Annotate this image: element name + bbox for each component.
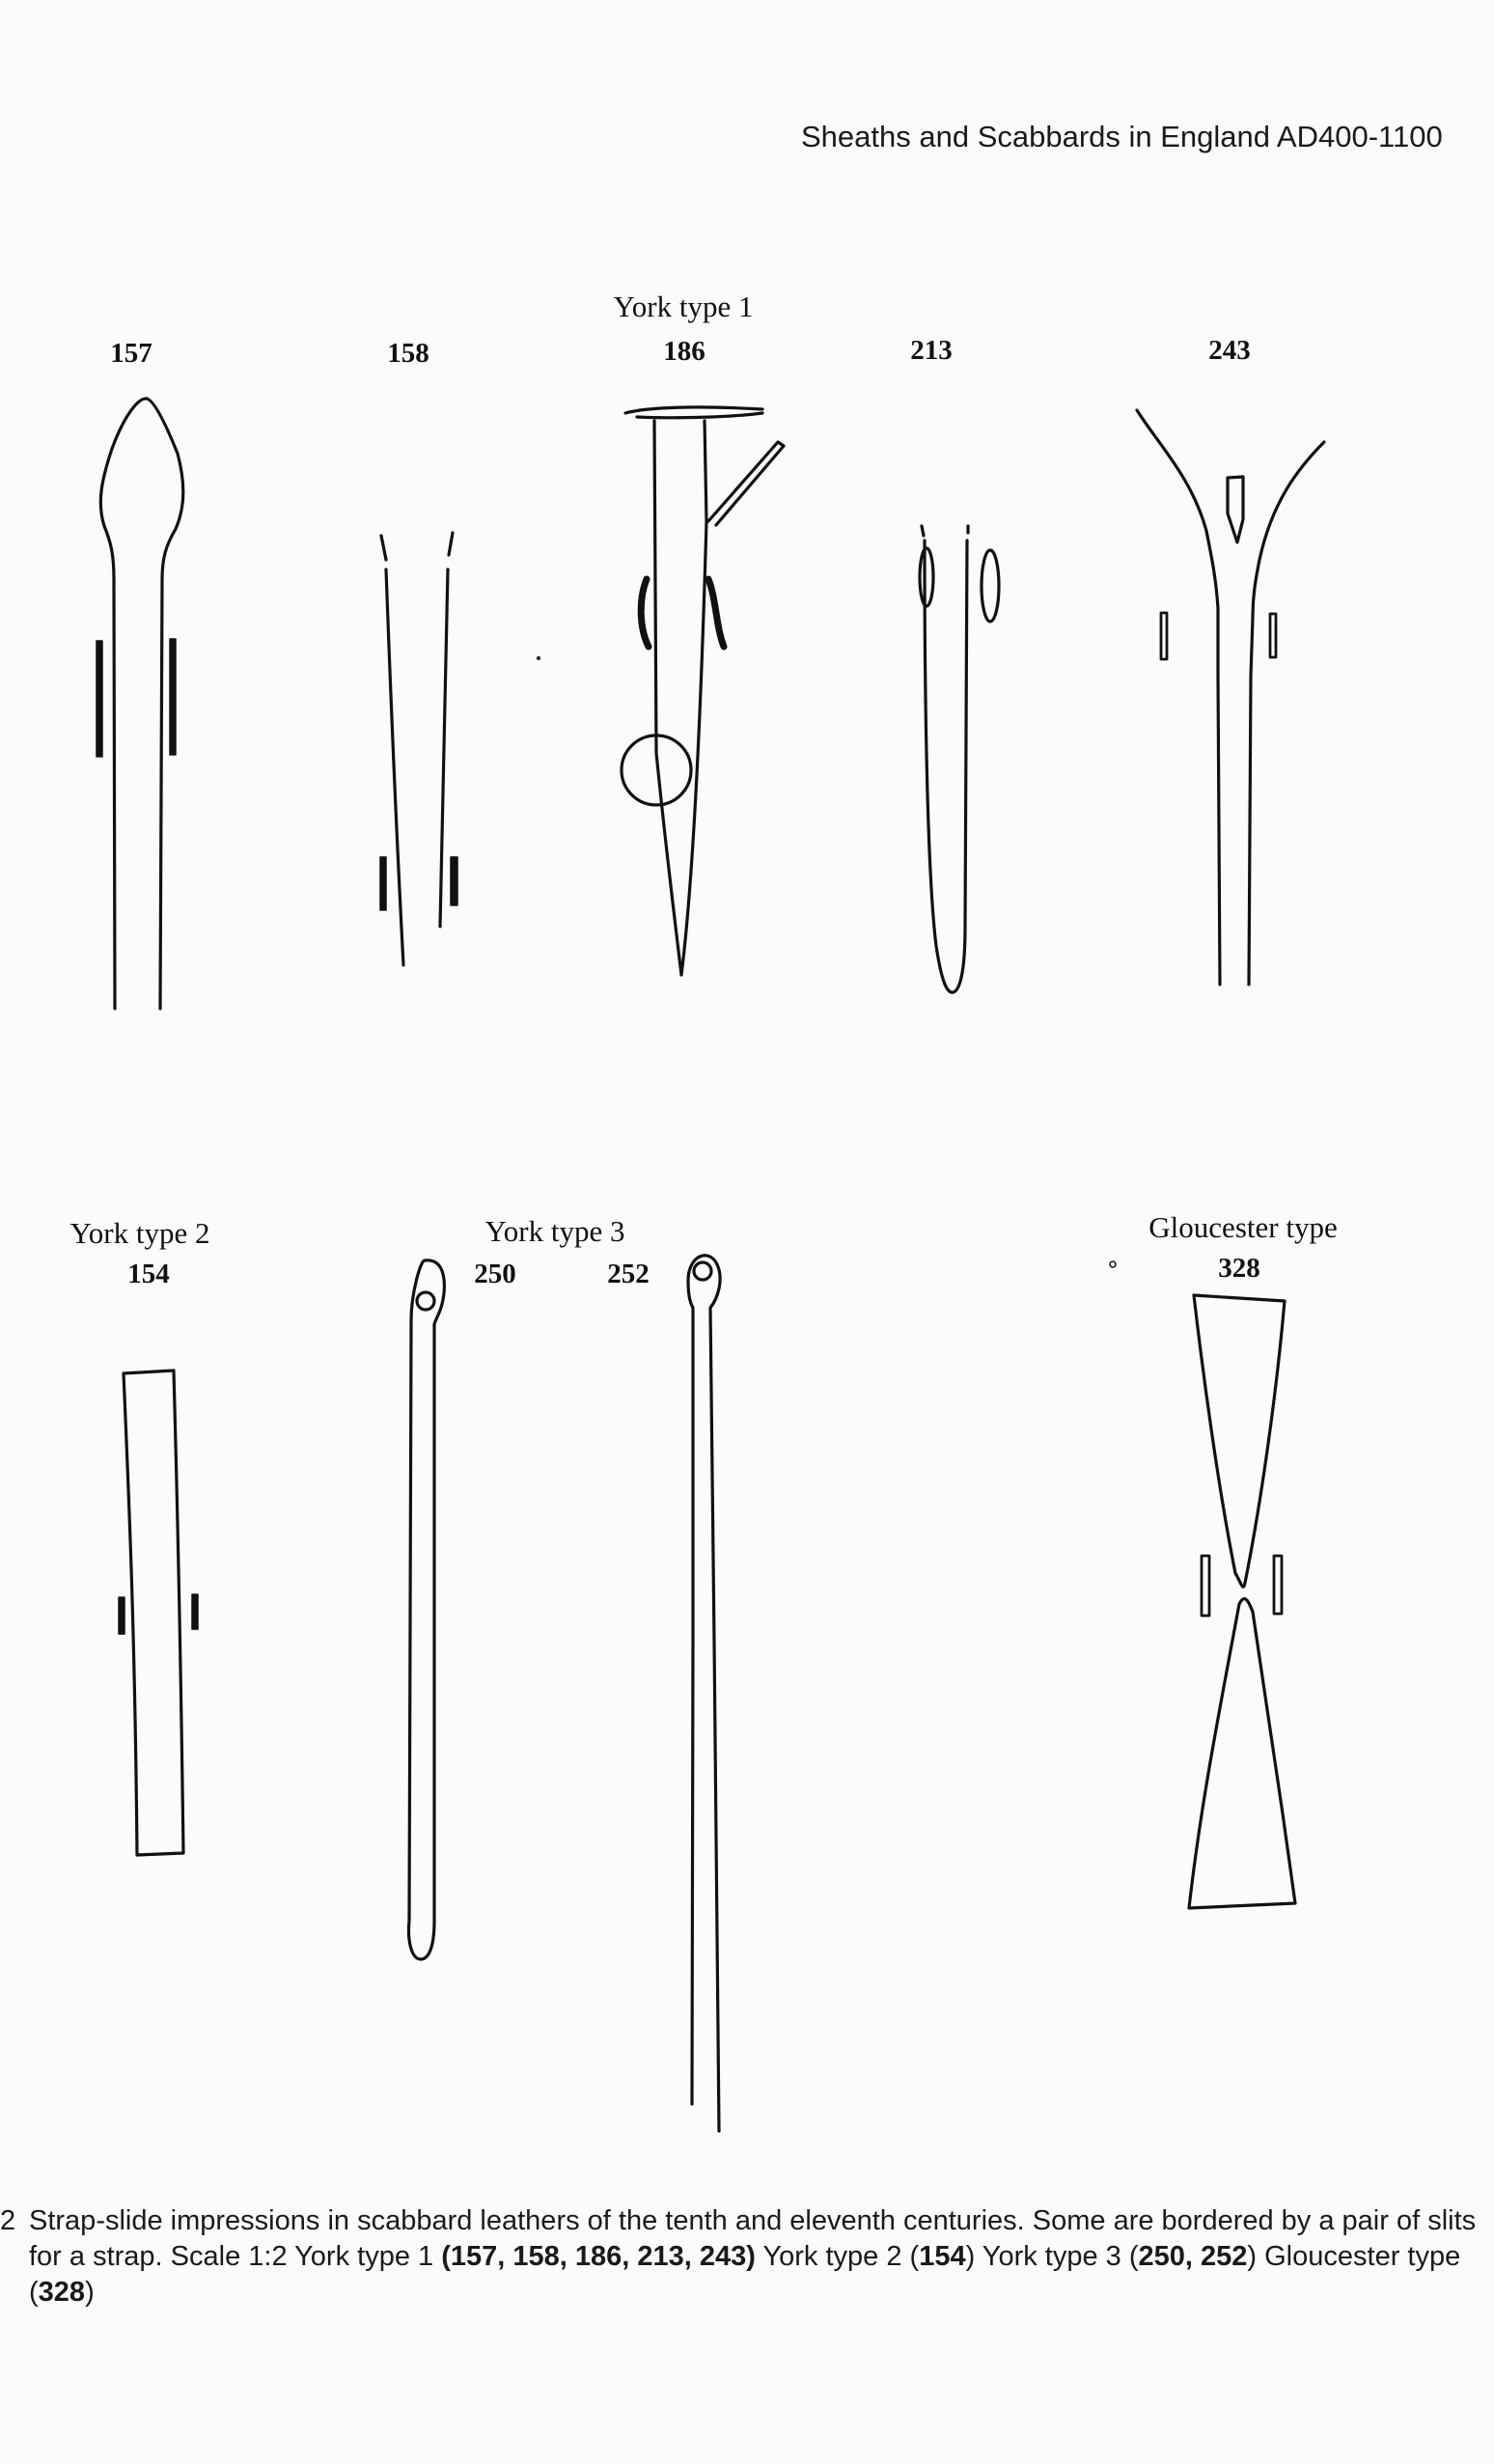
caption-york2-number: 154 (919, 2241, 966, 2272)
group-label-york-type-2: York type 2 (69, 1216, 210, 1250)
drawing-157 (96, 397, 185, 1011)
drawing-243 (1135, 408, 1326, 986)
group-label-york-type-3: York type 3 (484, 1214, 625, 1248)
caption-figure-number: 2 (0, 2205, 16, 2236)
drawing-328 (1187, 1293, 1297, 1910)
drawing-252 (686, 1254, 722, 2133)
item-number-252: 252 (607, 1259, 650, 1289)
caption-gloucester-number: 328 (38, 2277, 86, 2308)
caption-gloucester-label: ) Gloucester type ( (29, 2241, 1461, 2308)
caption-close: ) (85, 2277, 95, 2308)
group-label-york-type-1: York type 1 (613, 290, 754, 323)
caption-york3-label: ) York type 3 ( (965, 2241, 1139, 2272)
drawing-213 (918, 524, 1001, 994)
caption-york3-numbers: 250, 252 (1138, 2241, 1248, 2272)
item-number-243: 243 (1208, 335, 1251, 366)
group-label-gloucester-type: Gloucester type (1148, 1210, 1338, 1244)
item-number-158: 158 (387, 338, 429, 369)
caption-york1-numbers: (157, 158, 186, 213, 243) (441, 2241, 756, 2272)
item-number-250: 250 (474, 1259, 516, 1289)
caption-text: Strap-slide impressions in scabbard leat… (29, 2205, 1477, 2272)
running-head: Sheaths and Scabbards in England AD400-1… (801, 120, 1443, 153)
drawing-186 (620, 405, 786, 977)
drawing-154 (118, 1369, 199, 1857)
item-number-157: 157 (110, 338, 152, 369)
item-number-213: 213 (910, 335, 953, 366)
figure-caption: 2 Strap-slide impressions in scabbard le… (0, 2203, 1477, 2311)
item-number-186: 186 (663, 336, 706, 367)
drawing-250 (406, 1259, 446, 1961)
drawing-158 (379, 531, 458, 967)
item-number-328: 328 (1218, 1253, 1260, 1284)
caption-york2-label: York type 2 ( (755, 2241, 920, 2272)
item-number-154: 154 (127, 1259, 170, 1289)
